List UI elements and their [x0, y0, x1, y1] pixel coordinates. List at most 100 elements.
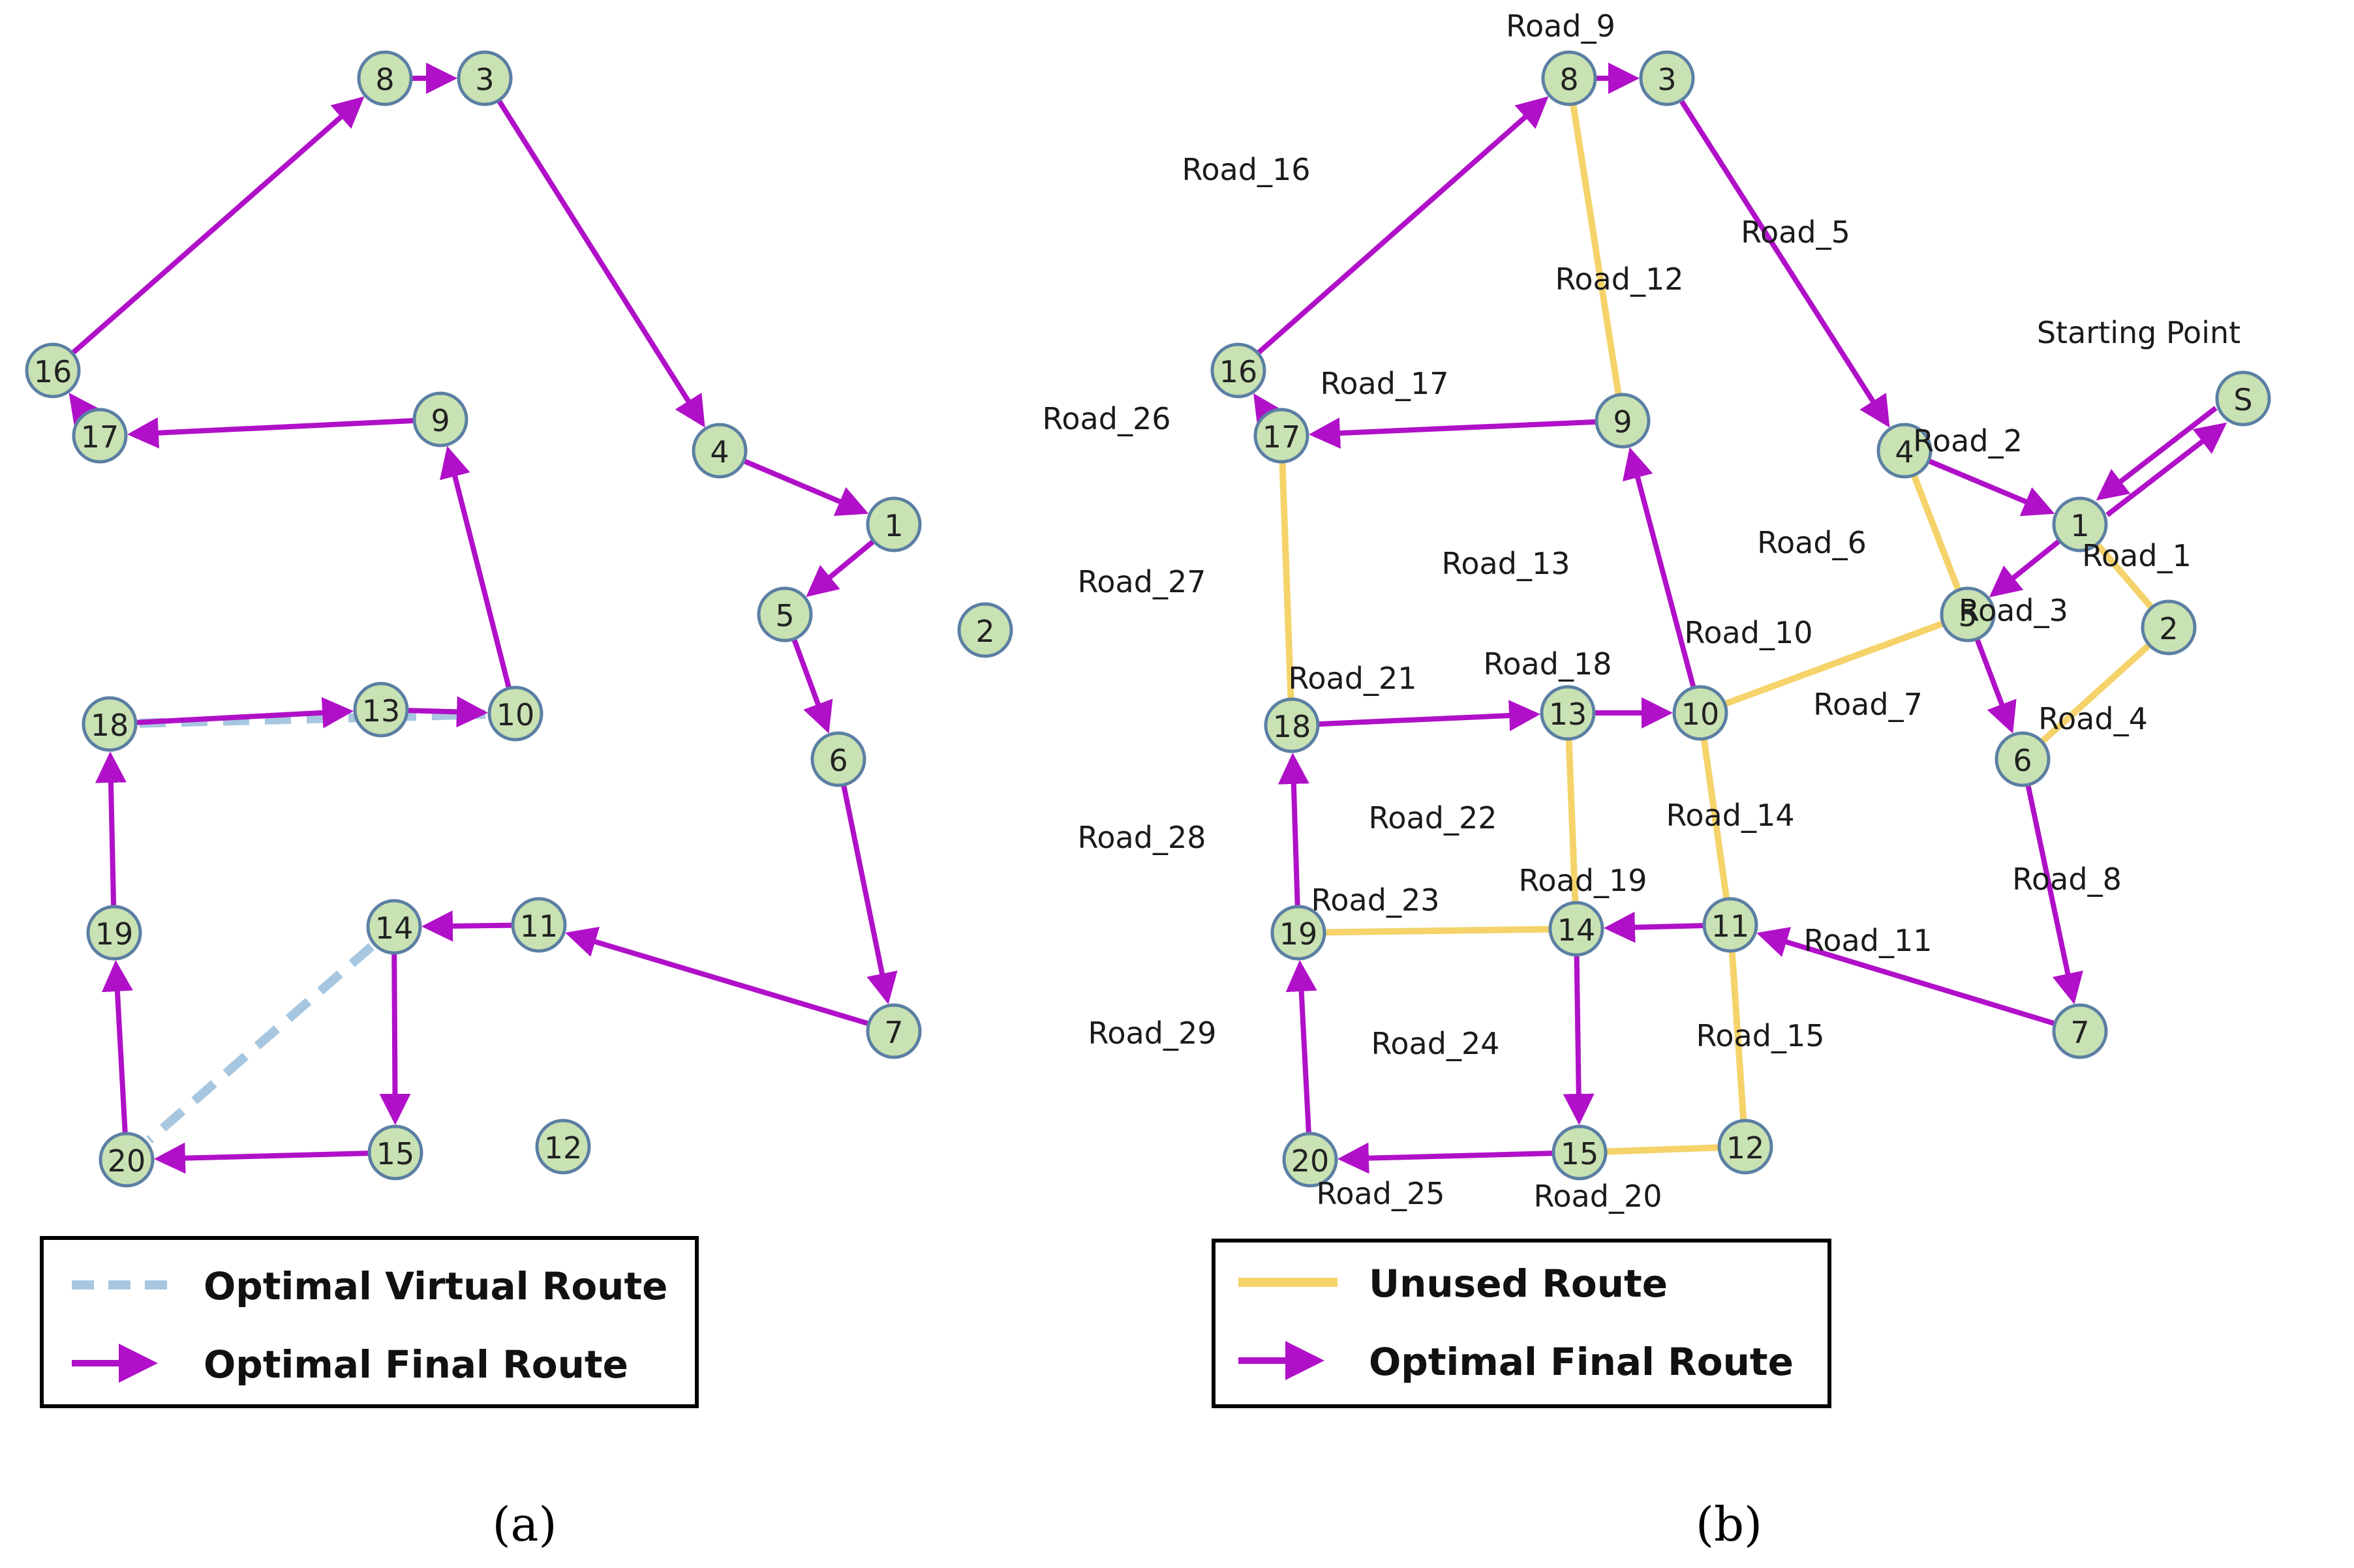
a-node-3: 3 [457, 50, 513, 106]
road-label: Road_29 [1088, 1016, 1217, 1051]
node-label: 7 [2070, 1015, 2089, 1050]
legend-a: Optimal Virtual Route Optimal Final Rout… [40, 1236, 699, 1408]
final-edge-b-15-20 [1337, 1142, 1553, 1174]
b-node-14: 14 [1548, 901, 1604, 957]
a-node-16: 16 [25, 342, 81, 399]
node-circle [353, 682, 409, 738]
node-label: 15 [376, 1136, 415, 1171]
legend-unused-label: Unused Route [1369, 1261, 1668, 1306]
node-label: 11 [520, 909, 558, 944]
legend-a-box [40, 1236, 699, 1408]
road-label: Road_3 [1959, 593, 2068, 628]
road-label: Road_13 [1442, 546, 1570, 581]
road-label: Road_9 [1506, 8, 1615, 44]
final-edge-b-7-11 [1756, 927, 2055, 1026]
node-circle [866, 1003, 922, 1059]
starting-point-label: Starting Point [2037, 315, 2240, 350]
legend-final-label-a: Optimal Final Route [204, 1342, 628, 1387]
legend-virtual-label: Optimal Virtual Route [204, 1264, 668, 1308]
a-node-2: 2 [957, 602, 1013, 658]
node-label: 3 [475, 62, 494, 97]
road-label: Road_8 [2012, 862, 2122, 897]
road-label: Road_7 [1813, 687, 1923, 722]
final-edge-b-18-13 [1319, 700, 1541, 732]
node-circle [357, 50, 413, 106]
node-label: 18 [1273, 709, 1311, 744]
b-node-18: 18 [1264, 697, 1320, 753]
final-edge-b-1-5 [1989, 539, 2060, 597]
node-label: 2 [2159, 611, 2178, 646]
final-edge-b-9-17 [1308, 417, 1596, 449]
road-label: Road_22 [1369, 800, 1497, 836]
caption-b: (b) [1696, 1497, 1762, 1552]
a-node-20: 20 [99, 1132, 155, 1188]
final-edge-17-16 [69, 393, 100, 428]
final-edge-13-10 [408, 696, 489, 728]
b-node-11: 11 [1702, 897, 1758, 953]
node-label: 5 [775, 598, 794, 633]
node-label: 9 [1613, 404, 1632, 440]
node-label: 17 [1262, 419, 1301, 455]
legend-final-label-b: Optimal Final Route [1369, 1340, 1794, 1384]
final-edge-7-11 [565, 926, 868, 1026]
a-node-6: 6 [810, 731, 866, 787]
node-circle [957, 602, 1013, 658]
b-node-6: 6 [1995, 731, 2051, 787]
b-node-8: 8 [1541, 50, 1597, 106]
unused-edge-8-9 [1570, 103, 1622, 396]
node-label: 5 [1958, 598, 1977, 633]
road-label: Road_5 [1741, 215, 1850, 250]
road-label: Road_11 [1804, 923, 1933, 958]
a-node-7: 7 [866, 1003, 922, 1059]
node-circle [810, 731, 866, 787]
node-label: 12 [544, 1130, 583, 1166]
node-label: 1 [2070, 508, 2089, 543]
road-label: Road_6 [1757, 525, 1867, 560]
a-node-11: 11 [511, 897, 567, 953]
unused-edge-11-12 [1728, 950, 1747, 1121]
final-edge-b-3-4 [1679, 100, 1890, 428]
final-edge-b-4-1 [1929, 459, 2055, 517]
final-route-edges-b [1253, 63, 2227, 1174]
road-label: Road_1 [2082, 538, 2192, 573]
node-label: 12 [1726, 1130, 1765, 1166]
road-label: Road_21 [1289, 661, 1417, 696]
node-circle [2052, 1003, 2108, 1059]
a-node-8: 8 [357, 50, 413, 106]
final-edge-b-17-16 [1253, 393, 1284, 429]
a-node-10: 10 [487, 686, 543, 742]
road-label: Road_18 [1484, 646, 1612, 682]
b-node-7: 7 [2052, 1003, 2108, 1059]
b-node-16: 16 [1210, 342, 1266, 399]
road-label: Road_12 [1555, 262, 1684, 297]
a-node-18: 18 [82, 696, 138, 752]
b-node-20: 20 [1282, 1132, 1338, 1188]
road-label: Road_23 [1311, 882, 1440, 918]
road-label: Road_26 [1043, 401, 1171, 436]
node-label: S [2233, 382, 2252, 417]
node-circle [535, 1119, 591, 1175]
unused-edge-5-10 [1723, 620, 1945, 707]
node-label: 19 [95, 916, 134, 952]
node-label: 8 [1559, 62, 1578, 97]
road-label: Road_17 [1321, 366, 1449, 401]
final-edge-6-7 [841, 785, 898, 1004]
b-node-2: 2 [2141, 599, 2197, 656]
road-label: Road_25 [1317, 1176, 1445, 1211]
road-label: Road_4 [2038, 701, 2148, 736]
b-node-s: S [2215, 370, 2271, 427]
node-circle [1995, 731, 2051, 787]
node-circle [367, 1124, 423, 1181]
node-circle [412, 391, 468, 447]
unused-edge-10-11 [1700, 738, 1730, 900]
road-label: Road_24 [1371, 1026, 1500, 1061]
node-circle [1253, 408, 1309, 464]
node-circle [2052, 496, 2108, 552]
node-label: 17 [81, 419, 119, 455]
node-label: 9 [431, 403, 450, 438]
node-label: 6 [2013, 743, 2032, 778]
b-node-3: 3 [1639, 50, 1695, 106]
unused-edge-2-6 [2040, 642, 2152, 744]
